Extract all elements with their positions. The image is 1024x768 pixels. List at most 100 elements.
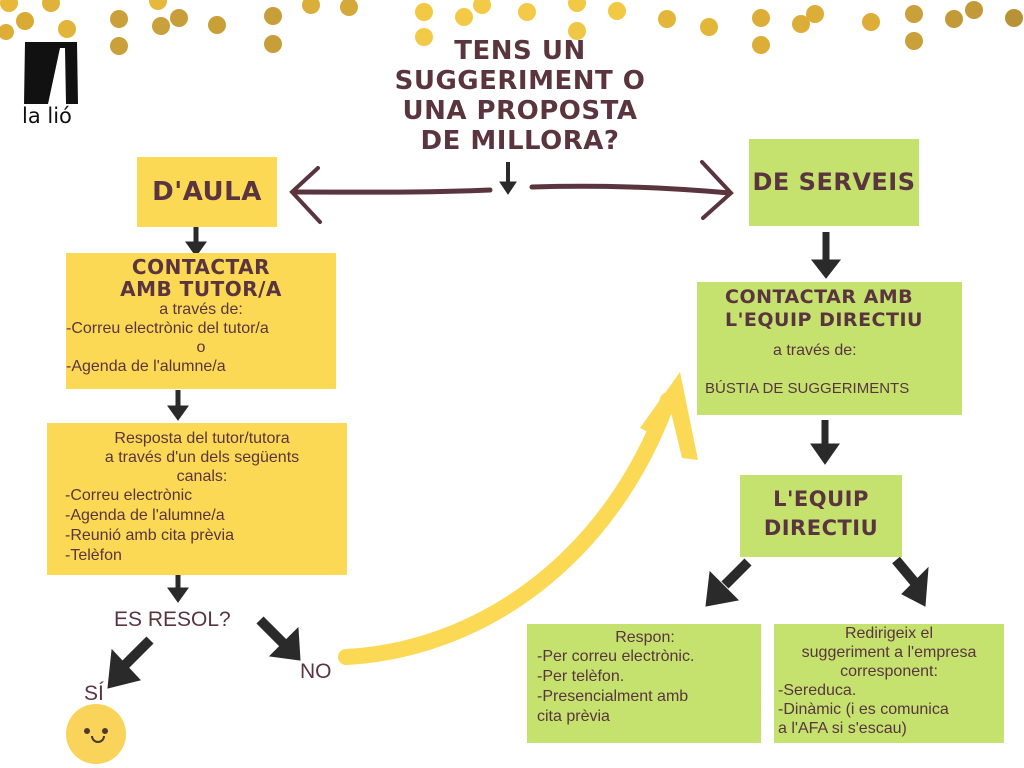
- contact-management-box: CONTACTAR AMB L'EQUIP DIRECTIU a través …: [697, 282, 962, 415]
- tutor-response-box: Resposta del tutor/tutora a través d'un …: [47, 423, 347, 575]
- heading-line: AMB TUTOR/A: [120, 277, 282, 301]
- arrow-right-icon: [529, 160, 734, 220]
- arrow-diagonal-icon: [705, 558, 752, 607]
- list-item: o: [196, 339, 206, 356]
- respond-box: Respon: -Per correu electrònic. -Per tel…: [527, 624, 761, 743]
- smiley-face-icon: [66, 704, 126, 764]
- list-item: -Dinàmic (i es comunica: [778, 701, 949, 718]
- heading-line: CONTACTAR: [131, 255, 271, 279]
- branch-aula-label: D'AULA: [152, 177, 262, 207]
- redirect-list: -Sereduca. -Dinàmic (i es comunica a l'A…: [778, 681, 1000, 738]
- branch-aula: D'AULA: [137, 157, 277, 227]
- branch-serveis: DE SERVEIS: [749, 139, 919, 226]
- contact-management-via: a través de:: [773, 342, 857, 359]
- list-item: -Reunió amb cita prèvia: [65, 527, 234, 544]
- arrow-diagonal-icon: [256, 616, 301, 661]
- list-item: -Per telèfon.: [537, 668, 625, 685]
- redirect-box: Redirigeix el suggeriment a l'empresa co…: [774, 624, 1004, 743]
- title-line: SUGGERIMENT O: [394, 66, 646, 96]
- suggestion-box-channel: BÚSTIA DE SUGGERIMENTS: [705, 380, 910, 397]
- confetti-dot: [862, 13, 880, 31]
- management-team-box: L'EQUIP DIRECTIU: [740, 475, 902, 557]
- heading-line: suggeriment a l'empresa: [801, 644, 977, 661]
- confetti-dot: [170, 9, 188, 27]
- confetti-dot: [110, 37, 128, 55]
- confetti-dot: [658, 10, 676, 28]
- list-item: -Agenda de l'alumne/a: [66, 358, 226, 375]
- confetti-dot: [473, 0, 491, 14]
- confetti-dot: [568, 22, 586, 40]
- confetti-dot: [152, 17, 170, 35]
- contact-tutor-via: a través de:: [159, 301, 243, 318]
- confetti-dot: [608, 2, 626, 20]
- arrow-diagonal-icon: [892, 556, 929, 607]
- confetti-dot: [110, 10, 128, 28]
- confetti-dot: [752, 9, 770, 27]
- list-item: cita prèvia: [537, 708, 610, 725]
- arrow-down-icon: [810, 232, 842, 279]
- arrow-left-icon: [289, 166, 493, 224]
- logo-icon: [24, 42, 78, 104]
- arrow-down-icon: [810, 420, 840, 465]
- logo-text: la lió: [22, 104, 72, 128]
- heading-line: DIRECTIU: [763, 516, 879, 540]
- title-line: UNA PROPOSTA: [402, 96, 638, 126]
- confetti-dot: [42, 0, 60, 12]
- confetti-dot: [264, 7, 282, 25]
- heading-line: L'EQUIP: [773, 487, 869, 511]
- confetti-dot: [58, 20, 76, 38]
- list-item: -Telèfon: [65, 547, 122, 564]
- tutor-response-list: -Correu electrònic -Agenda de l'alumne/a…: [65, 486, 339, 566]
- confetti-dot: [415, 3, 433, 21]
- confetti-dot: [0, 24, 14, 40]
- contact-tutor-box: CONTACTAR AMB TUTOR/A a través de: -Corr…: [66, 253, 336, 389]
- list-item: -Correu electrònic: [65, 487, 193, 504]
- heading-line: Resposta del tutor/tutora: [114, 430, 290, 447]
- list-item: -Per correu electrònic.: [537, 648, 695, 665]
- heading-line: a través d'un dels següents: [104, 449, 300, 466]
- confetti-dot: [1005, 9, 1023, 27]
- confetti-dot: [905, 32, 923, 50]
- heading-line: corresponent:: [840, 663, 938, 680]
- confetti-dot: [945, 10, 963, 28]
- tutor-response-heading: Resposta del tutor/tutora a través d'un …: [65, 429, 339, 486]
- confetti-dot: [302, 0, 320, 14]
- list-item: -Presencialment amb: [537, 688, 689, 705]
- redirect-heading: Redirigeix el suggeriment a l'empresa co…: [778, 624, 1000, 681]
- confetti-dot: [806, 5, 824, 23]
- confetti-dot: [415, 28, 433, 46]
- confetti-dot: [792, 15, 810, 33]
- resolved-question: ES RESOL?: [114, 608, 231, 631]
- confetti-dot: [0, 0, 18, 12]
- confetti-dot: [518, 3, 536, 21]
- confetti-dot: [16, 12, 34, 30]
- title-line: TENS UN: [454, 36, 586, 66]
- confetti-dot: [568, 0, 586, 12]
- confetti-dot: [149, 0, 167, 10]
- answer-yes: SÍ: [84, 682, 104, 705]
- logo: la lió: [22, 42, 80, 128]
- page-title: TENS UN SUGGERIMENT O UNA PROPOSTA DE MI…: [370, 36, 670, 156]
- arrow-diagonal-icon: [107, 636, 154, 689]
- respond-list: -Per correu electrònic. -Per telèfon. -P…: [537, 647, 753, 727]
- heading-line: canals:: [176, 468, 228, 485]
- arrow-down-icon: [167, 390, 189, 421]
- answer-no: NO: [300, 660, 332, 683]
- heading-line: L'EQUIP DIRECTIU: [725, 309, 923, 331]
- confetti-dot: [340, 0, 358, 16]
- curved-arrow-icon: [338, 372, 698, 665]
- confetti-dot: [905, 5, 923, 23]
- confetti-dot: [700, 18, 718, 36]
- list-item: -Correu electrònic del tutor/a: [66, 320, 269, 337]
- arrow-down-icon: [185, 224, 207, 257]
- confetti-dot: [965, 1, 983, 19]
- confetti-dot: [752, 36, 770, 54]
- arrow-down-icon: [499, 162, 517, 195]
- title-line: DE MILLORA?: [420, 126, 620, 156]
- contact-tutor-heading: CONTACTAR AMB TUTOR/A: [66, 256, 336, 300]
- heading-line: CONTACTAR AMB: [725, 286, 914, 308]
- branch-serveis-label: DE SERVEIS: [752, 168, 916, 196]
- confetti-dot: [455, 8, 473, 26]
- respond-heading: Respon:: [615, 629, 675, 646]
